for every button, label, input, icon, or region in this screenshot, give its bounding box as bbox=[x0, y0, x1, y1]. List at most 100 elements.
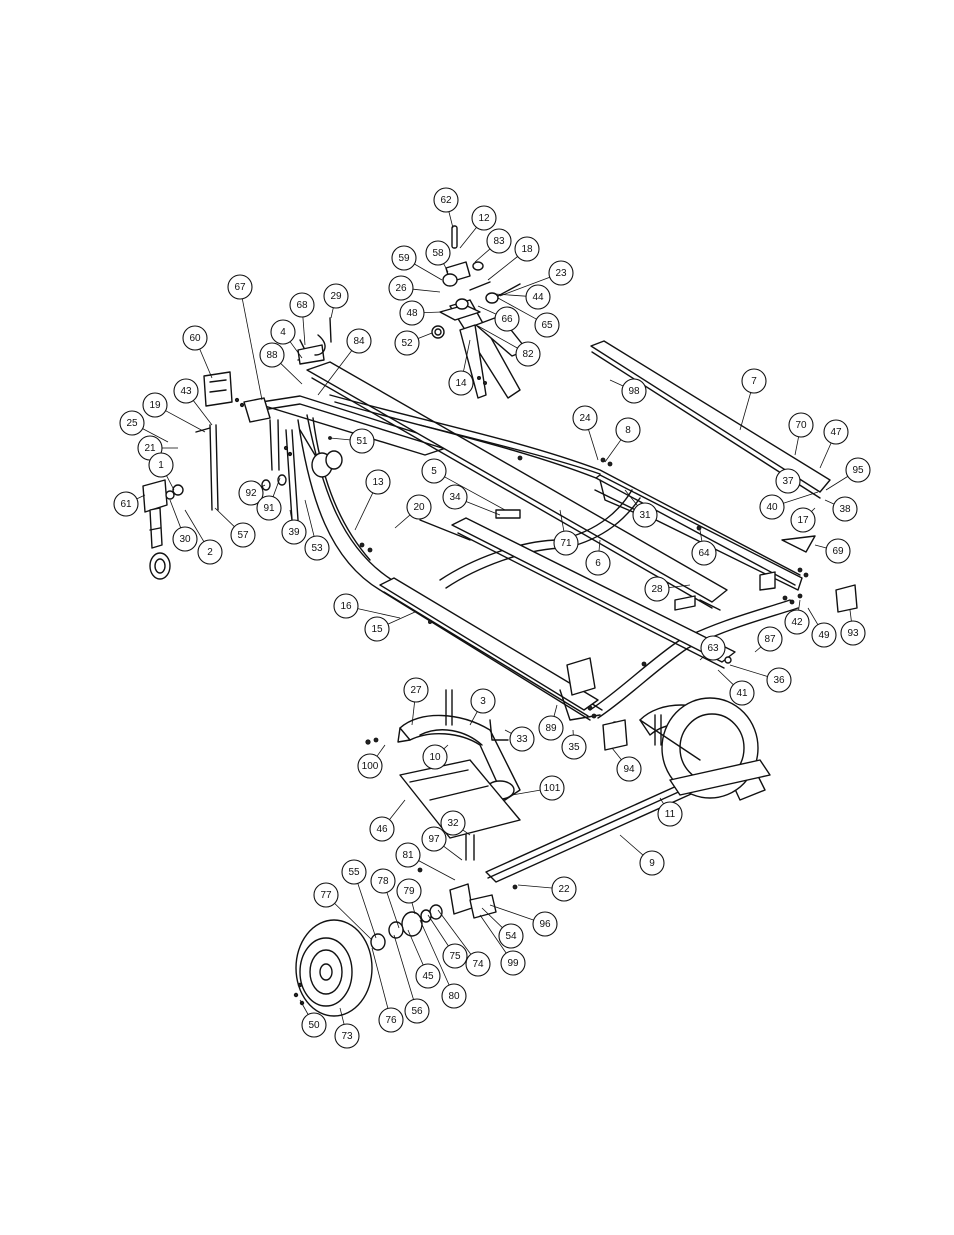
leader-20 bbox=[394, 514, 411, 529]
callout-label-45: 45 bbox=[422, 971, 434, 982]
callout-circle-58 bbox=[425, 240, 451, 266]
callout-label-70: 70 bbox=[795, 420, 807, 431]
callout-32: 32 bbox=[440, 810, 466, 836]
leader-32 bbox=[462, 829, 471, 836]
leader-17 bbox=[811, 507, 816, 512]
callout-10: 10 bbox=[422, 744, 448, 770]
leader-23 bbox=[499, 276, 550, 297]
callout-circle-10 bbox=[422, 744, 448, 770]
leader-7 bbox=[739, 392, 752, 431]
callout-circle-14 bbox=[448, 370, 474, 396]
callout-58: 58 bbox=[425, 240, 451, 266]
callout-68: 68 bbox=[289, 292, 315, 318]
callout-circle-83 bbox=[486, 228, 512, 254]
callout-circle-36 bbox=[766, 667, 792, 693]
callout-label-17: 17 bbox=[797, 515, 809, 526]
leader-46 bbox=[389, 799, 406, 820]
callout-label-57: 57 bbox=[237, 530, 249, 541]
leader-95 bbox=[825, 476, 849, 491]
callout-65: 65 bbox=[534, 312, 560, 338]
callout-label-15: 15 bbox=[371, 624, 383, 635]
leader-80 bbox=[419, 919, 450, 986]
callout-34: 34 bbox=[442, 484, 468, 510]
callout-52: 52 bbox=[394, 330, 420, 356]
callout-circle-55 bbox=[341, 859, 367, 885]
axle-assembly bbox=[293, 535, 858, 1017]
leader-53 bbox=[304, 499, 315, 537]
callout-circle-99 bbox=[500, 950, 526, 976]
callout-13: 13 bbox=[365, 469, 391, 495]
callout-56: 56 bbox=[404, 998, 430, 1024]
callout-label-60: 60 bbox=[189, 333, 201, 344]
callout-circle-50 bbox=[301, 1012, 327, 1038]
callout-circle-20 bbox=[406, 494, 432, 520]
callout-circle-98 bbox=[621, 378, 647, 404]
callout-37: 37 bbox=[775, 468, 801, 494]
callout-64: 64 bbox=[691, 540, 717, 566]
callout-92: 92 bbox=[238, 480, 264, 506]
leader-78 bbox=[386, 892, 400, 929]
callout-circle-100 bbox=[357, 753, 383, 779]
callout-circle-6 bbox=[585, 550, 611, 576]
callout-label-98: 98 bbox=[628, 386, 640, 397]
callout-label-95: 95 bbox=[852, 465, 864, 476]
callout-label-32: 32 bbox=[447, 818, 459, 829]
callout-4: 4 bbox=[270, 319, 296, 345]
callout-label-9: 9 bbox=[649, 858, 655, 869]
callout-label-23: 23 bbox=[555, 268, 567, 279]
leader-64 bbox=[699, 529, 703, 542]
callout-label-35: 35 bbox=[568, 742, 580, 753]
callout-6: 6 bbox=[585, 550, 611, 576]
callout-circle-59 bbox=[391, 245, 417, 271]
leader-51 bbox=[329, 437, 351, 441]
callout-circle-87 bbox=[757, 626, 783, 652]
callout-22: 22 bbox=[551, 876, 577, 902]
callout-label-33: 33 bbox=[516, 734, 528, 745]
callout-label-59: 59 bbox=[398, 253, 410, 264]
callout-circle-73 bbox=[334, 1023, 360, 1049]
callout-circle-54 bbox=[498, 923, 524, 949]
leader-91 bbox=[272, 477, 281, 497]
callout-circle-4 bbox=[270, 319, 296, 345]
callout-circle-74 bbox=[465, 951, 491, 977]
callout-circle-37 bbox=[775, 468, 801, 494]
callout-36: 36 bbox=[766, 667, 792, 693]
leader-94 bbox=[611, 747, 622, 760]
bow-stop-assembly bbox=[431, 225, 528, 399]
leader-73 bbox=[339, 1007, 345, 1025]
callout-label-36: 36 bbox=[773, 675, 785, 686]
callout-circle-94 bbox=[616, 756, 642, 782]
leader-25 bbox=[142, 428, 169, 443]
leader-18 bbox=[487, 256, 518, 281]
leader-36 bbox=[729, 664, 768, 677]
leader-52 bbox=[417, 332, 433, 339]
callout-circle-60 bbox=[182, 325, 208, 351]
callout-label-41: 41 bbox=[736, 688, 748, 699]
callout-circle-49 bbox=[811, 622, 837, 648]
callout-label-80: 80 bbox=[448, 991, 460, 1002]
callout-circle-30 bbox=[172, 526, 198, 552]
callout-label-87: 87 bbox=[764, 634, 776, 645]
leader-31 bbox=[624, 489, 638, 506]
callout-26: 26 bbox=[388, 275, 414, 301]
callout-20: 20 bbox=[406, 494, 432, 520]
callout-74: 74 bbox=[465, 951, 491, 977]
leader-49 bbox=[807, 607, 819, 625]
callout-96: 96 bbox=[532, 911, 558, 937]
callout-88: 88 bbox=[259, 342, 285, 368]
callout-circle-92 bbox=[238, 480, 264, 506]
callout-label-62: 62 bbox=[440, 195, 452, 206]
leader-11 bbox=[659, 797, 664, 805]
callout-circle-53 bbox=[304, 535, 330, 561]
callout-label-4: 4 bbox=[280, 327, 286, 338]
leader-93 bbox=[849, 609, 852, 622]
callout-circle-17 bbox=[790, 507, 816, 533]
leader-92 bbox=[261, 484, 266, 488]
leader-34 bbox=[465, 501, 501, 516]
leader-88 bbox=[280, 363, 303, 385]
leader-13 bbox=[354, 492, 374, 531]
leader-97 bbox=[443, 845, 463, 861]
callout-98: 98 bbox=[621, 378, 647, 404]
leader-100 bbox=[376, 744, 386, 757]
